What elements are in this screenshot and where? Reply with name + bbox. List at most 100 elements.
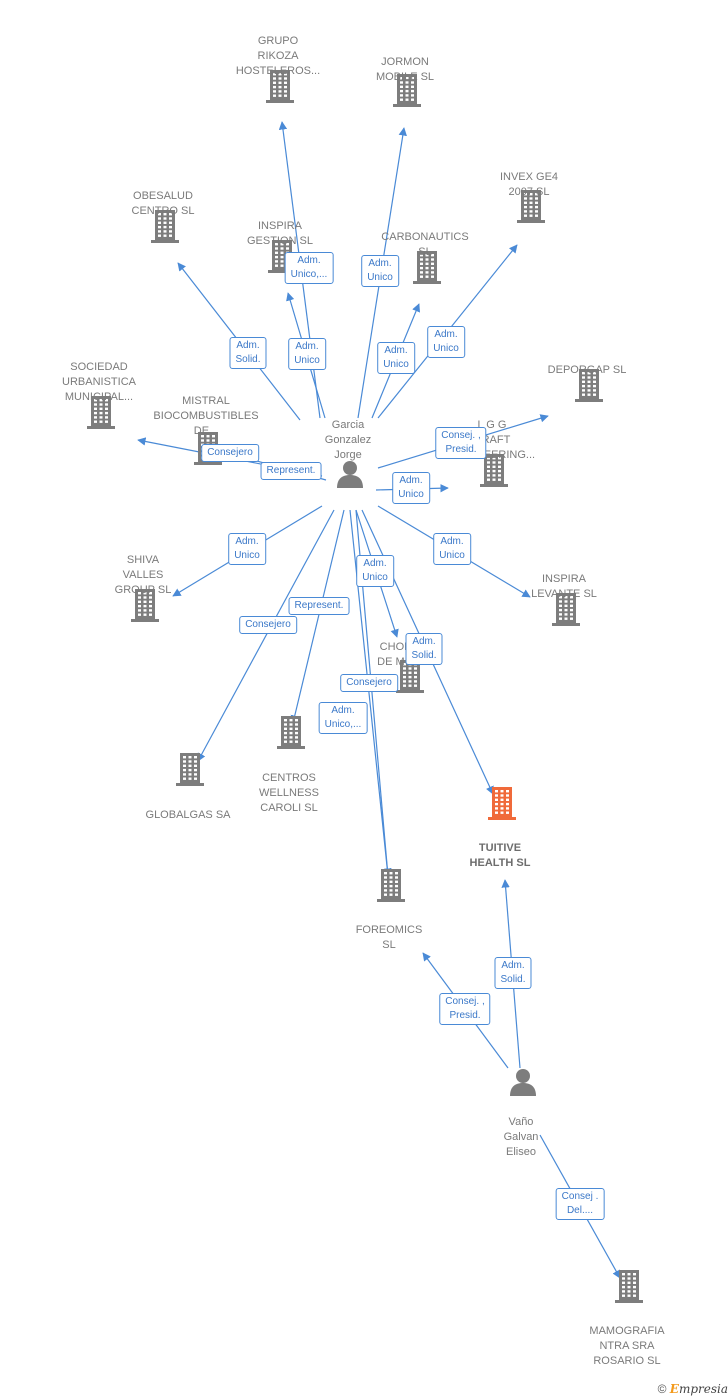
brand-initial: E [669,1382,679,1396]
building-icon[interactable] [612,1268,646,1309]
edge-label-garcia-invex[interactable]: Adm.Unico [427,326,465,358]
node-label-line: MISTRAL [182,395,230,407]
edge-label-garcia-tuitive[interactable]: Adm.Solid. [405,633,443,665]
building-icon[interactable] [410,249,444,290]
edge-label-line: Unico [383,359,409,370]
edge-label-line: Unico [294,355,320,366]
node-label-line: NTRA SRA [599,1340,655,1352]
node-label-line: DE... [193,425,219,437]
node-label-line: Eliseo [506,1146,536,1158]
building-icon[interactable] [274,714,308,755]
edge-label-garcia-inspira-levante[interactable]: Adm.Unico [433,533,471,565]
node-label-line: HOSTELEROS... [235,65,321,77]
edge-label-line: Consej. , [445,996,485,1007]
edge-label-line: Adm. [399,475,423,486]
building-icon[interactable] [128,587,162,628]
building-icon[interactable] [393,658,427,699]
node-label-line: Galvan [503,1131,539,1143]
edge-label-garcia-sociedad[interactable]: Consejero [201,444,259,462]
node-label-mistral[interactable]: MISTRAL BIOCOMBUSTIBLES DE... [153,394,258,439]
edge-label-line: Adm. [440,536,464,547]
node-label-line: JORMON [381,56,429,68]
node-label-line: GLOBALGAS SA [145,809,231,821]
edge-label-garcia-shiva[interactable]: Adm.Unico [228,533,266,565]
node-label-globalgas[interactable]: GLOBALGAS SA [146,808,231,823]
edge-label-line: Unico [367,272,393,283]
edge-label-vano-foreomics[interactable]: Consej. ,Presid. [439,993,491,1025]
node-label-mamografia[interactable]: MAMOGRAFIA NTRA SRA ROSARIO SL [589,1324,664,1369]
node-label-line: Jorge [334,449,362,461]
edge-label-line: Adm. [501,960,525,971]
edge-label-garcia-deporgap[interactable]: Consej. ,Presid. [435,427,487,459]
node-label-line: BIOCOMBUSTIBLES [153,410,259,422]
edge-label-garcia-mistral[interactable]: Represent. [260,462,322,480]
edge-garcia-centros-wellness [290,509,345,724]
edge-label-garcia-inspira-gestion[interactable]: Adm. Unico [288,338,326,370]
node-label-line: SL [418,246,432,258]
node-label-line: INVEX GE4 [499,171,559,183]
edge-label-line: Adm. [295,341,319,352]
node-label-line: CAROLI SL [260,802,318,814]
building-icon[interactable] [549,591,583,632]
building-icon[interactable] [263,68,297,109]
building-icon[interactable] [514,188,548,229]
building-icon[interactable] [374,867,408,908]
building-icon[interactable] [173,751,207,792]
edge-label-garcia-foreomics[interactable]: Adm.Unico,... [318,702,368,734]
edge-label-vano-tuitive[interactable]: Adm.Solid. [494,957,532,989]
node-label-line: URBANISTICA [62,376,136,388]
node-label-line: CENTRO SL [131,205,195,217]
building-icon[interactable] [485,785,519,826]
person-icon[interactable] [508,1067,538,1102]
edge-label-garcia-foreomics[interactable]: Consejero [340,674,398,692]
node-label-line: Vaño [508,1116,534,1128]
building-icon[interactable] [148,208,182,249]
edge-label-garcia-lgg[interactable]: Adm.Unico [392,472,430,504]
node-label-line: ROSARIO SL [593,1355,661,1367]
person-icon[interactable] [335,459,365,494]
edge-label-garcia-grupo-rikoza[interactable]: Adm.Unico,... [284,252,334,284]
node-label-line: MAMOGRAFIA [589,1325,665,1337]
edge-garcia-globalgas [197,509,335,762]
node-label-deporgap[interactable]: DEPORGAP SL [548,363,627,378]
edge-label-line: Consej . [561,1191,599,1202]
building-icon[interactable] [477,452,511,493]
node-label-line: LEVANTE SL [531,588,597,600]
edge-label-vano-mamografia[interactable]: Consej .Del.... [555,1188,605,1220]
building-icon[interactable] [390,72,424,113]
edge-label-line: Adm. [434,329,458,340]
edge-label-line: Represent. [266,465,316,476]
edge-label-line: Unico,... [290,269,328,280]
edge-label-garcia-carbonautics[interactable]: Adm. Unico [377,342,415,374]
building-icon[interactable] [572,367,606,408]
edge-label-garcia-chorlito[interactable]: Adm.Unico [356,555,394,587]
node-label-line: MOBILE SL [375,71,435,83]
edge-label-line: Adm. [384,345,408,356]
node-label-line: TUITIVE [478,842,522,854]
edge-label-garcia-obesalud[interactable]: Adm.Solid. [229,337,267,369]
node-label-jormon[interactable]: JORMON MOBILE SL [376,55,434,85]
node-label-line: MUNICIPAL... [64,391,134,403]
edge-label-line: Consejero [207,447,253,458]
brand-logo[interactable]: Empresia [670,1382,728,1396]
edge-label-garcia-globalgas[interactable]: Consejero [239,616,297,634]
edge-label-garcia-centros-wellness[interactable]: Represent. [288,597,350,615]
edge-label-garcia-jormon[interactable]: Adm.Unico [361,255,399,287]
edge-label-line: Represent. [294,600,344,611]
node-label-line: FOREOMICS [355,924,423,936]
building-icon[interactable] [84,394,118,435]
brand-rest: mpresia [678,1382,728,1396]
